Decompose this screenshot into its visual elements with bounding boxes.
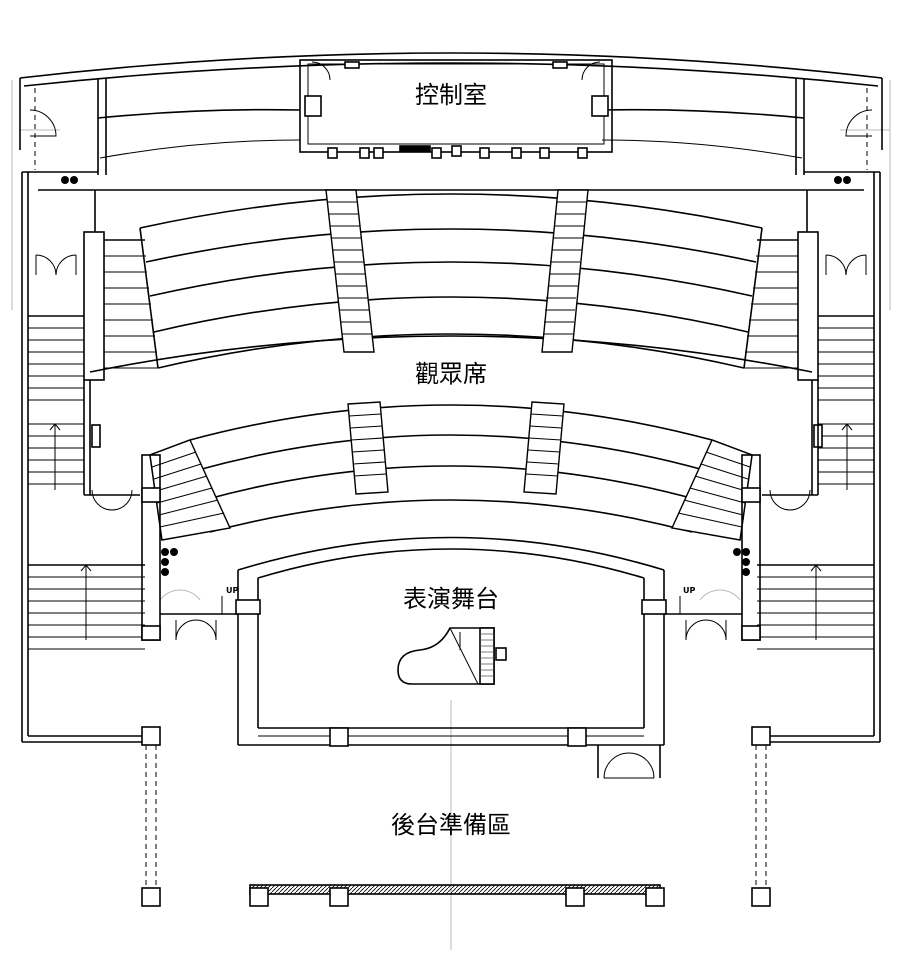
lower-aisle-right [523, 401, 565, 495]
outer-walls [21, 171, 881, 743]
backstage-structure [141, 726, 771, 907]
upper-corridor [34, 78, 868, 175]
outer-stairs-left [28, 315, 145, 650]
performance-stage-label: 表演舞台 [403, 585, 499, 613]
lower-side-stairs-left [149, 439, 232, 541]
console-row [327, 145, 588, 159]
middle-wall [83, 380, 819, 496]
audience-seating-label: 觀眾席 [415, 360, 487, 388]
grand-piano-icon [397, 627, 507, 685]
control-room-label: 控制室 [415, 81, 487, 109]
up-label-right: UP [683, 586, 695, 595]
ghost-lines [11, 80, 891, 950]
lower-aisle-left [347, 401, 389, 495]
backstage-prep-label: 後台準備區 [391, 811, 511, 839]
upper-aisle-right [541, 189, 589, 353]
backstage-rear-wall [249, 884, 665, 907]
stage [160, 536, 742, 747]
upper-side-stairs-left [83, 231, 158, 381]
up-label-left: UP [226, 586, 238, 595]
outer-top-wall [19, 52, 883, 150]
lower-seating [149, 404, 753, 541]
control-room [299, 59, 613, 159]
outer-stairs-right [757, 315, 874, 650]
stage-rear-door [597, 745, 661, 779]
lower-side-stairs-right [670, 439, 753, 541]
upper-seating [38, 189, 864, 373]
piano-keys-icon [479, 627, 495, 685]
upper-side-doors [29, 109, 873, 184]
side-columns [141, 454, 761, 641]
upper-side-stairs-right [744, 231, 819, 381]
upper-aisle-left [325, 189, 375, 353]
